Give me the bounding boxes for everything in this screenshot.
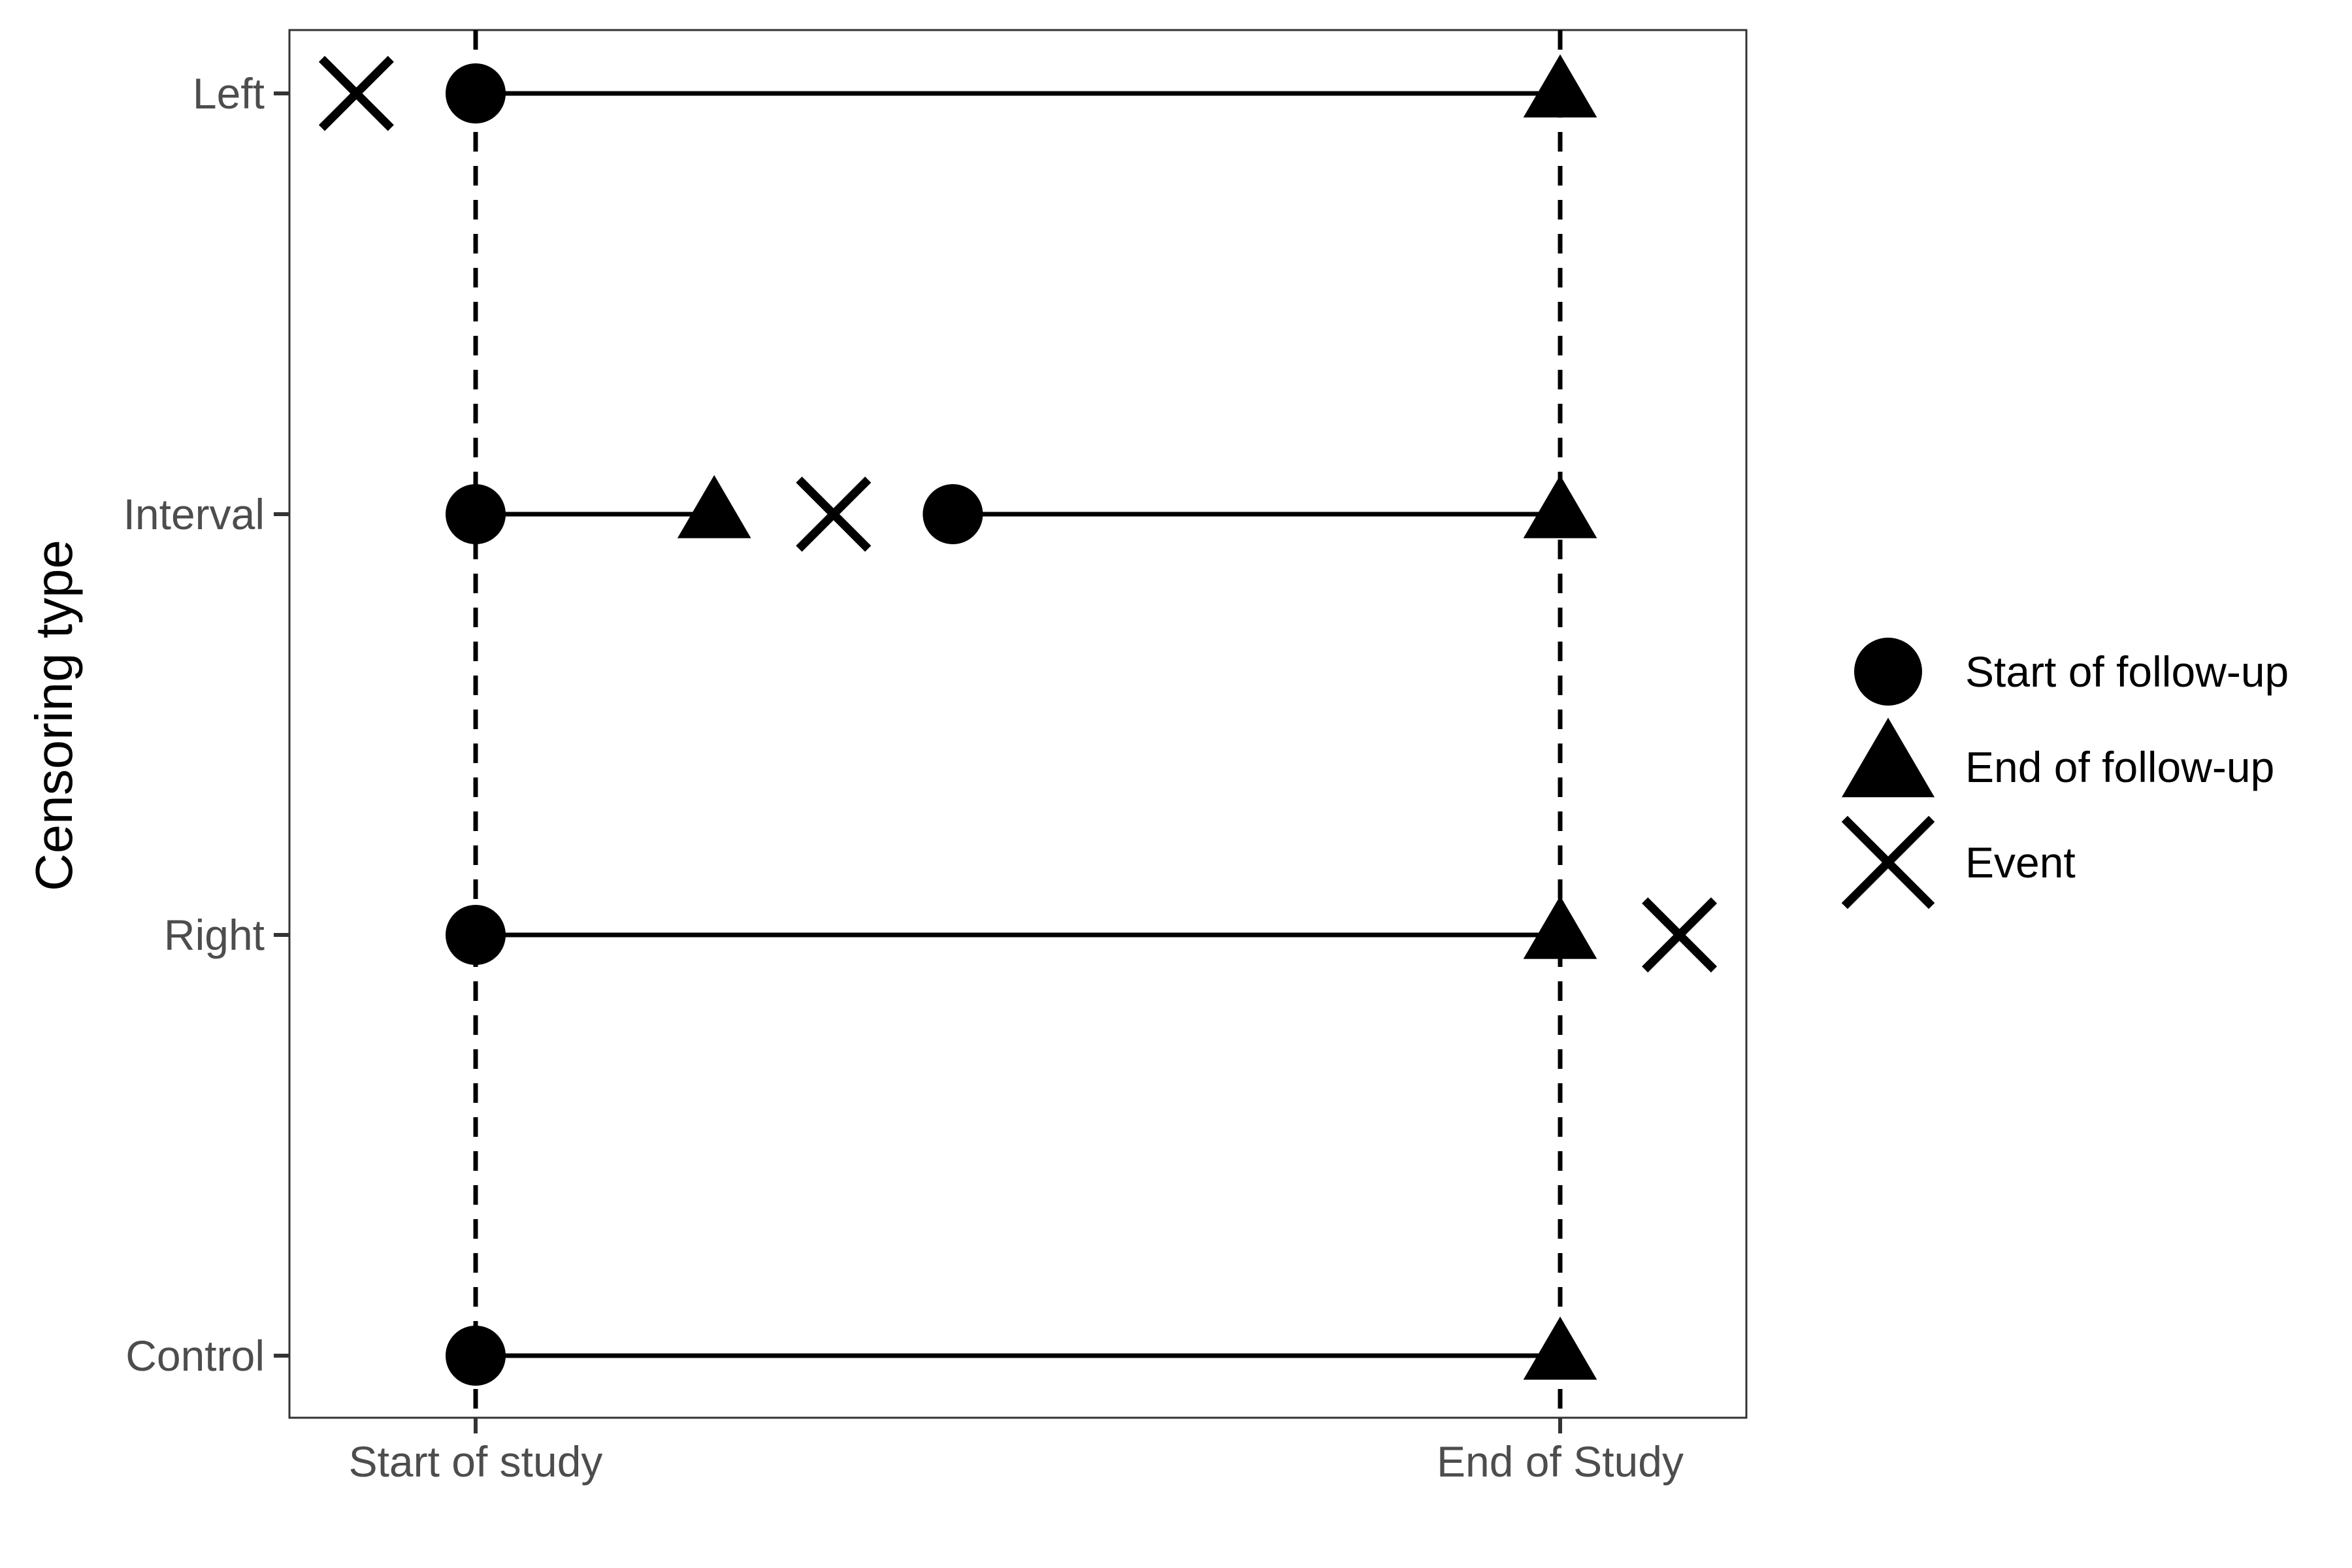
legend-key-cross	[1841, 815, 1935, 909]
legend-key-circle	[1854, 638, 1922, 706]
triangle-point-left-0	[1523, 54, 1597, 118]
x-tick-label-1: End of Study	[1437, 1437, 1684, 1486]
y-tick-label-right: Right	[164, 911, 265, 959]
legend-key-triangle	[1841, 717, 1935, 798]
triangle-point-right-3	[1523, 896, 1597, 959]
circle-point-interval-1	[446, 484, 506, 544]
y-tick-label-interval: Interval	[123, 490, 265, 538]
cross-point-left-0-stroke-b	[318, 56, 394, 131]
triangle-point-control-4	[1523, 1316, 1597, 1380]
legend-label-cross: Event	[1965, 838, 2076, 887]
triangle-point-interval-1	[677, 475, 751, 538]
cross-point-left-0	[318, 56, 394, 131]
cross-point-interval-1-stroke-b	[796, 476, 872, 552]
panel-border	[288, 29, 1748, 1419]
cross-point-right-2	[1642, 897, 1718, 973]
circle-point-control-4	[446, 1326, 506, 1386]
circle-point-left-0	[446, 63, 506, 123]
y-tick-label-control: Control	[125, 1331, 265, 1380]
legend-key-cross-stroke-b	[1841, 815, 1935, 909]
plot-layer	[288, 29, 1748, 1419]
circle-point-interval-2	[923, 484, 983, 544]
triangle-point-interval-2	[1523, 475, 1597, 538]
x-tick-label-0: Start of study	[349, 1437, 603, 1486]
legend-label-circle: Start of follow-up	[1965, 647, 2289, 696]
cross-point-right-2-stroke-b	[1642, 897, 1718, 973]
legend-label-triangle: End of follow-up	[1965, 743, 2274, 791]
cross-point-interval-1	[796, 476, 872, 552]
circle-point-right-3	[446, 905, 506, 965]
y-tick-label-left: Left	[193, 69, 265, 118]
y-axis-title: Censoring type	[25, 540, 83, 891]
